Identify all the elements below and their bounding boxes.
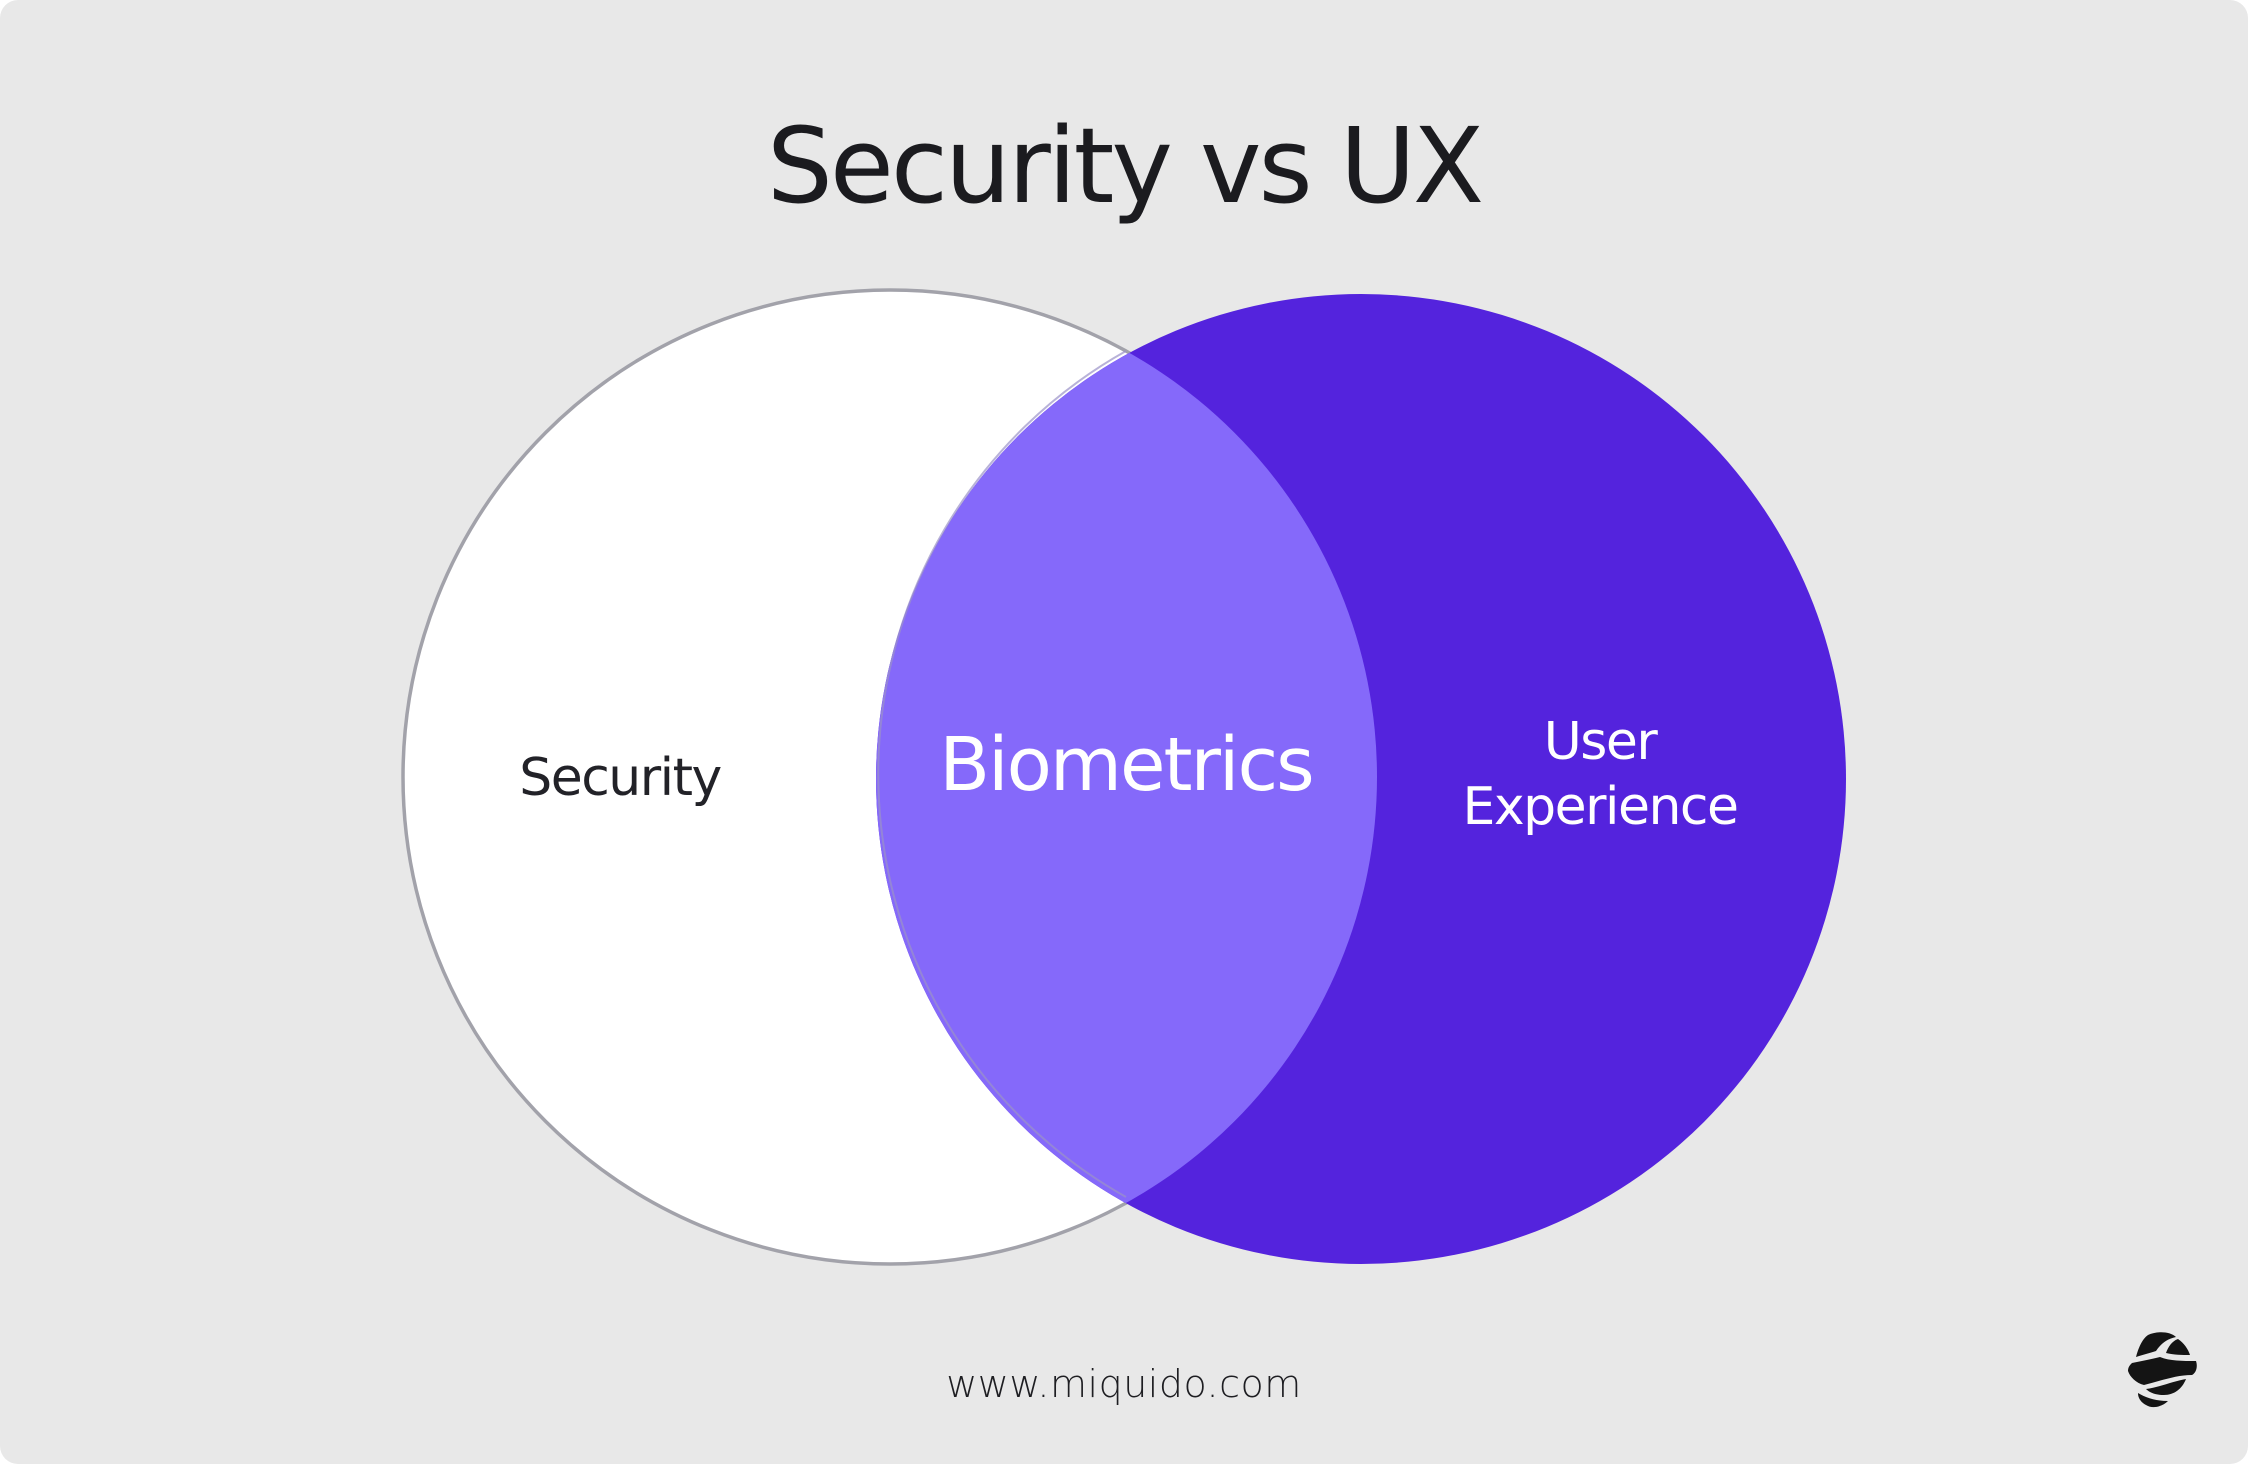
user-experience-label-line1: User: [1543, 712, 1658, 772]
biometrics-intersection: [876, 294, 1377, 1264]
biometrics-label: Biometrics: [939, 722, 1314, 808]
intersection-outline: [877, 350, 1127, 1198]
miquido-logo-icon: [2128, 1332, 2197, 1408]
website-link[interactable]: www.miquido.com: [946, 1362, 1302, 1406]
user-experience-label-line2: Experience: [1462, 777, 1740, 837]
page-title: Security vs UX: [766, 105, 1484, 227]
user-experience-label: User Experience: [1410, 710, 1790, 840]
security-label: Security: [519, 748, 722, 808]
